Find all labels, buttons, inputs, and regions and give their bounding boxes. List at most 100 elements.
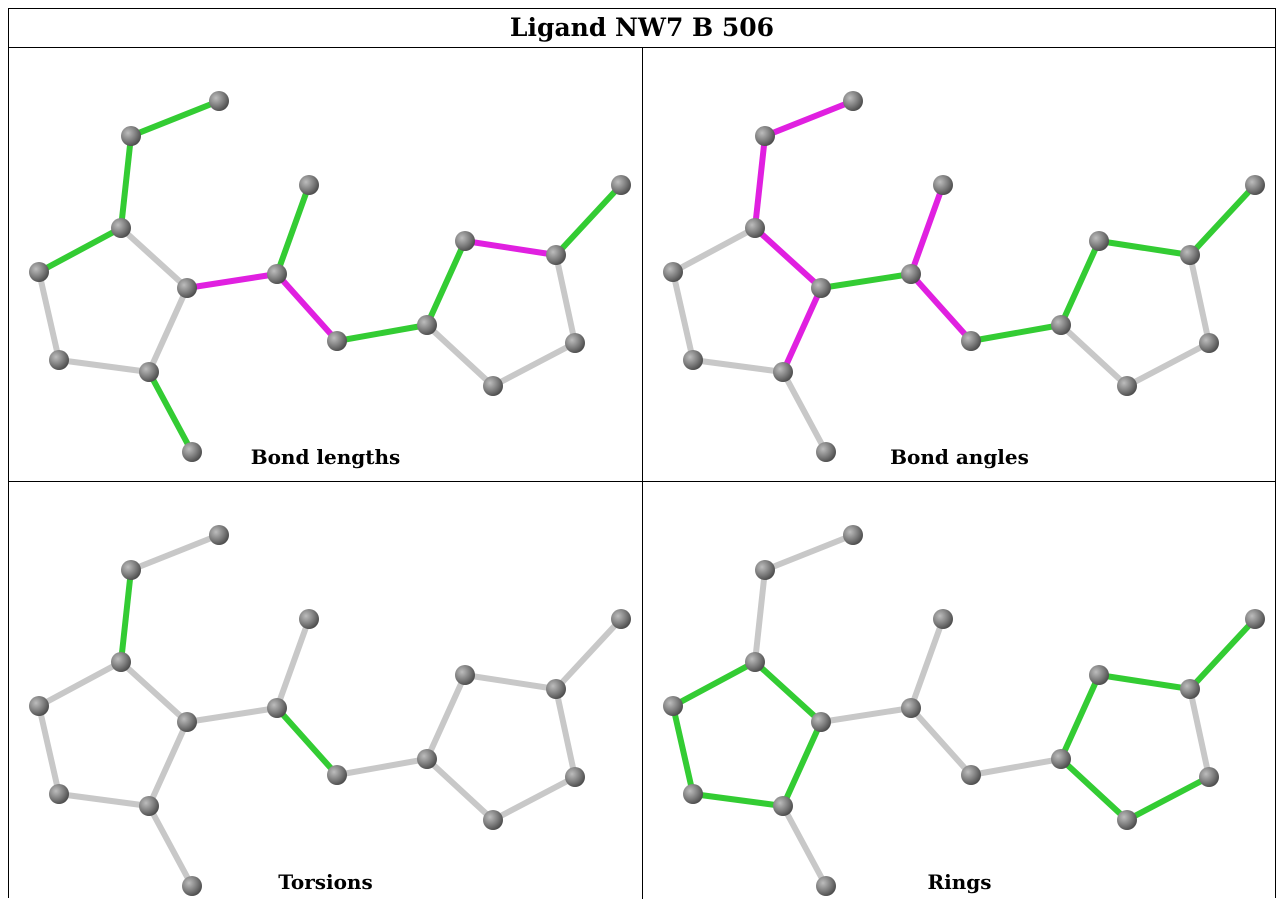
atom-11 — [1245, 175, 1265, 195]
bond-10-12 — [1187, 252, 1212, 346]
atom-0 — [843, 525, 863, 545]
bond-1-2 — [752, 567, 768, 665]
atom-0 — [843, 91, 863, 111]
atom-3 — [29, 262, 49, 282]
atom-15 — [683, 784, 703, 804]
atom-7 — [327, 765, 347, 785]
atom-8 — [417, 749, 437, 769]
bond-7-8 — [334, 322, 430, 344]
bond-9-10 — [1096, 672, 1193, 692]
atom-1 — [121, 560, 141, 580]
bond-8-9 — [424, 238, 468, 328]
bond-5-7 — [908, 271, 974, 344]
panel-torsions: Torsions — [9, 482, 642, 915]
bond-1-2 — [752, 133, 768, 231]
bond-10-11 — [1187, 182, 1258, 258]
bond-5-7 — [274, 705, 340, 778]
caption-torsions: Torsions — [278, 870, 373, 894]
bond-3-15 — [36, 703, 62, 797]
atom-13 — [483, 810, 503, 830]
bond-8-9 — [1058, 238, 1102, 328]
molecule-torsions — [29, 525, 631, 896]
bond-2-4 — [752, 225, 824, 291]
atom-4 — [811, 278, 831, 298]
atom-8 — [1051, 749, 1071, 769]
atom-9 — [455, 231, 475, 251]
bond-1-2 — [118, 567, 134, 665]
bond-8-9 — [424, 672, 468, 762]
bond-7-8 — [334, 756, 430, 778]
atom-2 — [745, 218, 765, 238]
atom-12 — [565, 333, 585, 353]
atom-9 — [1089, 665, 1109, 685]
bond-3-15 — [670, 269, 696, 363]
bond-2-3 — [36, 225, 124, 275]
figure-title: Ligand NW7 B 506 — [509, 13, 775, 42]
atom-11 — [611, 175, 631, 195]
atom-8 — [417, 315, 437, 335]
bond-13-8 — [1058, 756, 1130, 823]
bond-15-14 — [690, 791, 786, 809]
atom-3 — [663, 262, 683, 282]
bond-0-1 — [128, 532, 222, 573]
atom-11 — [1245, 609, 1265, 629]
bond-10-12 — [553, 252, 578, 346]
atom-5 — [267, 264, 287, 284]
bond-1-2 — [118, 133, 134, 231]
molecule-bond-lengths — [29, 91, 631, 462]
atom-0 — [209, 525, 229, 545]
atom-6 — [933, 609, 953, 629]
atom-3 — [29, 696, 49, 716]
atom-10 — [546, 245, 566, 265]
bond-13-8 — [1058, 322, 1130, 389]
bond-9-10 — [462, 672, 559, 692]
panel-bond-lengths: Bond lengths — [9, 48, 642, 481]
bond-14-4 — [780, 719, 824, 809]
bond-15-14 — [690, 357, 786, 375]
atom-1 — [121, 126, 141, 146]
bond-14-4 — [146, 285, 190, 375]
bond-5-6 — [908, 182, 946, 277]
atom-4 — [811, 712, 831, 732]
bond-2-4 — [118, 225, 190, 291]
figure-frame: Ligand NW7 B 506 Bond lengths Bond angle… — [8, 8, 1276, 899]
bond-3-15 — [36, 269, 62, 363]
atom-12 — [565, 767, 585, 787]
bond-14-4 — [780, 285, 824, 375]
bond-13-8 — [424, 756, 496, 823]
bond-4-5 — [818, 705, 914, 725]
atom-12 — [1199, 333, 1219, 353]
bond-2-3 — [36, 659, 124, 709]
molecule-rings — [663, 525, 1265, 896]
atom-7 — [961, 765, 981, 785]
caption-rings: Rings — [927, 870, 992, 894]
atom-7 — [327, 331, 347, 351]
bond-5-7 — [274, 271, 340, 344]
atom-13 — [1117, 810, 1137, 830]
atom-16 — [182, 876, 202, 896]
atom-14 — [773, 796, 793, 816]
atom-2 — [111, 218, 131, 238]
bond-10-12 — [1187, 686, 1212, 780]
atom-9 — [1089, 231, 1109, 251]
bond-4-5 — [818, 271, 914, 291]
bond-13-8 — [424, 322, 496, 389]
panel-rings: Rings — [643, 482, 1276, 915]
bond-14-16 — [780, 803, 829, 889]
atom-10 — [1180, 679, 1200, 699]
bond-10-12 — [553, 686, 578, 780]
caption-bond-angles: Bond angles — [890, 445, 1029, 469]
atom-6 — [299, 609, 319, 629]
atom-13 — [1117, 376, 1137, 396]
atom-9 — [455, 665, 475, 685]
bond-5-6 — [274, 616, 312, 711]
atom-7 — [961, 331, 981, 351]
bond-12-13 — [490, 340, 578, 389]
atom-8 — [1051, 315, 1071, 335]
atom-16 — [816, 876, 836, 896]
bond-14-4 — [146, 719, 190, 809]
panel-bond-angles: Bond angles — [643, 48, 1276, 481]
atom-14 — [139, 796, 159, 816]
atom-13 — [483, 376, 503, 396]
bond-12-13 — [1124, 774, 1212, 823]
